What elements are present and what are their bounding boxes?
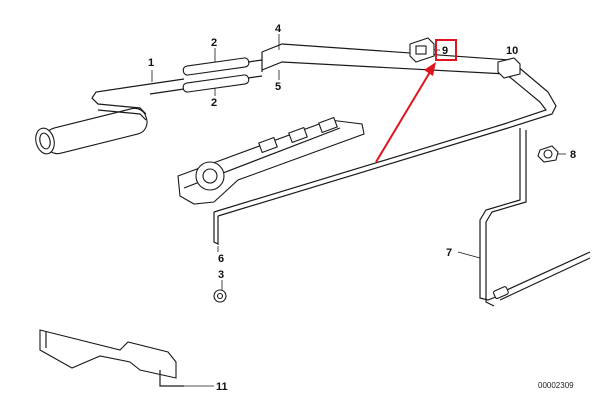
return-line (479, 128, 591, 307)
callout-10: 10 (506, 45, 518, 57)
fuel-hose-pair (149, 57, 263, 95)
fuel-injector-rail (177, 116, 365, 205)
hose-clamp-part-3 (213, 289, 227, 303)
callout-11: 11 (216, 381, 228, 393)
leader-lines (151, 34, 566, 387)
callout-2-upper: 2 (211, 37, 217, 49)
callout-5: 5 (275, 81, 281, 93)
callout-4: 4 (275, 23, 282, 35)
callout-7: 7 (446, 247, 452, 259)
callout-9: 9 (442, 45, 448, 57)
red-arrow (375, 62, 436, 163)
highlight-box (435, 39, 457, 61)
clip-part-10 (497, 57, 521, 79)
diagram-reference-number: 00002309 (538, 381, 574, 390)
callout-8: 8 (570, 149, 576, 161)
callout-2-lower: 2 (211, 97, 217, 109)
callout-3: 3 (218, 269, 224, 281)
bracket-part-11 (39, 329, 184, 387)
connector-part-8 (537, 145, 559, 163)
callout-1: 1 (148, 57, 154, 69)
callout-6: 6 (218, 253, 224, 265)
clip-part-9 (409, 37, 435, 63)
fuel-accumulator (35, 83, 151, 155)
fuel-lines-main (213, 43, 557, 245)
